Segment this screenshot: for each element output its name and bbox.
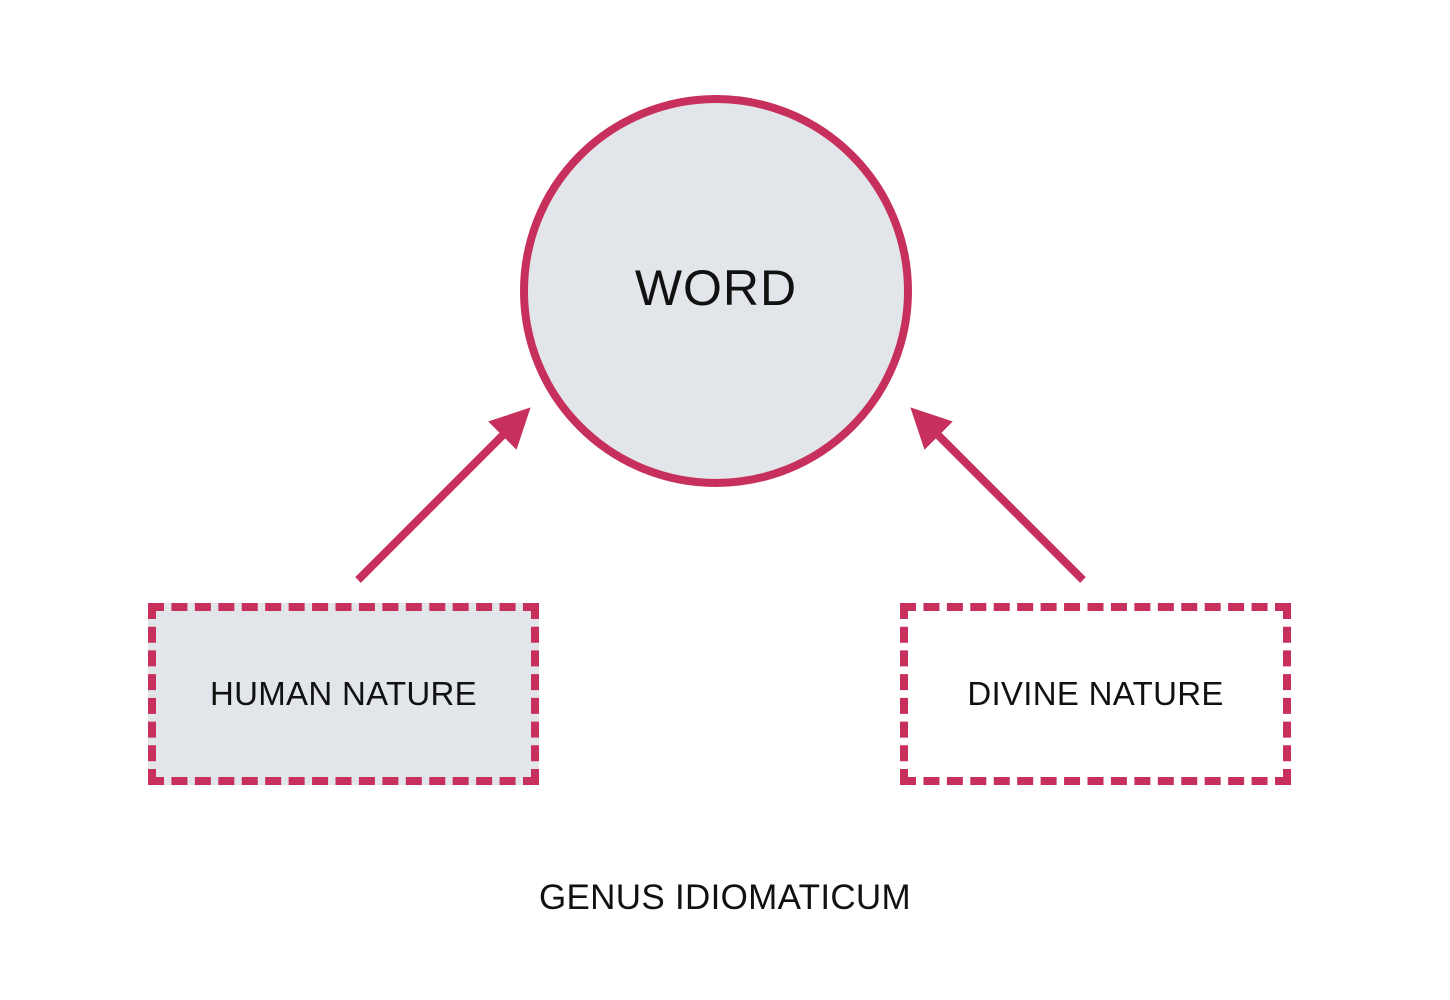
arrow-divine-to-word	[910, 407, 1086, 583]
word-node: WORD	[520, 95, 912, 487]
divine-nature-node: DIVINE NATURE	[900, 603, 1291, 785]
human-nature-label: HUMAN NATURE	[210, 675, 477, 712]
word-node-label: WORD	[634, 260, 798, 316]
divine-nature-label: DIVINE NATURE	[967, 675, 1224, 712]
arrow-human-to-word	[355, 407, 531, 583]
diagram-caption: GENUS IDIOMATICUM	[539, 878, 911, 917]
human-nature-node: HUMAN NATURE	[148, 603, 539, 785]
